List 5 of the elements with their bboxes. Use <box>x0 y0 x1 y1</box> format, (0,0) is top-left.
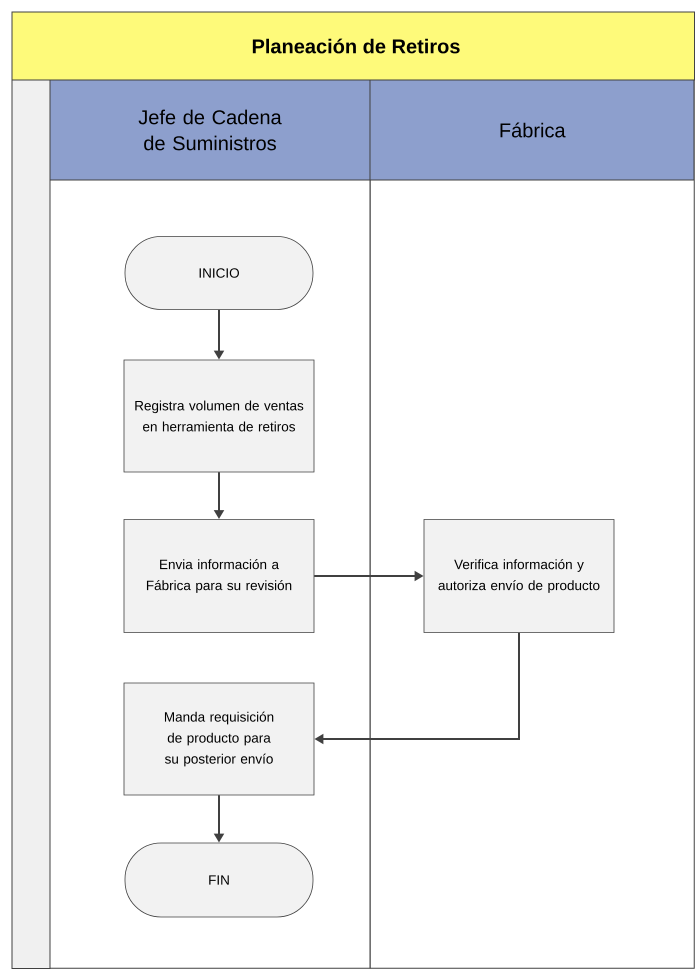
process-box: Verifica información y autoriza envío de producto <box>424 519 614 633</box>
process-box: Manda requisición de producto para su posterior envío <box>124 682 314 796</box>
process-box: Envia información a Fábrica para su revisión <box>124 519 314 633</box>
process-box: Registra volumen de ventas en herramienta de retiros <box>124 360 314 472</box>
title-band: Planeación de Retiros <box>12 12 695 80</box>
